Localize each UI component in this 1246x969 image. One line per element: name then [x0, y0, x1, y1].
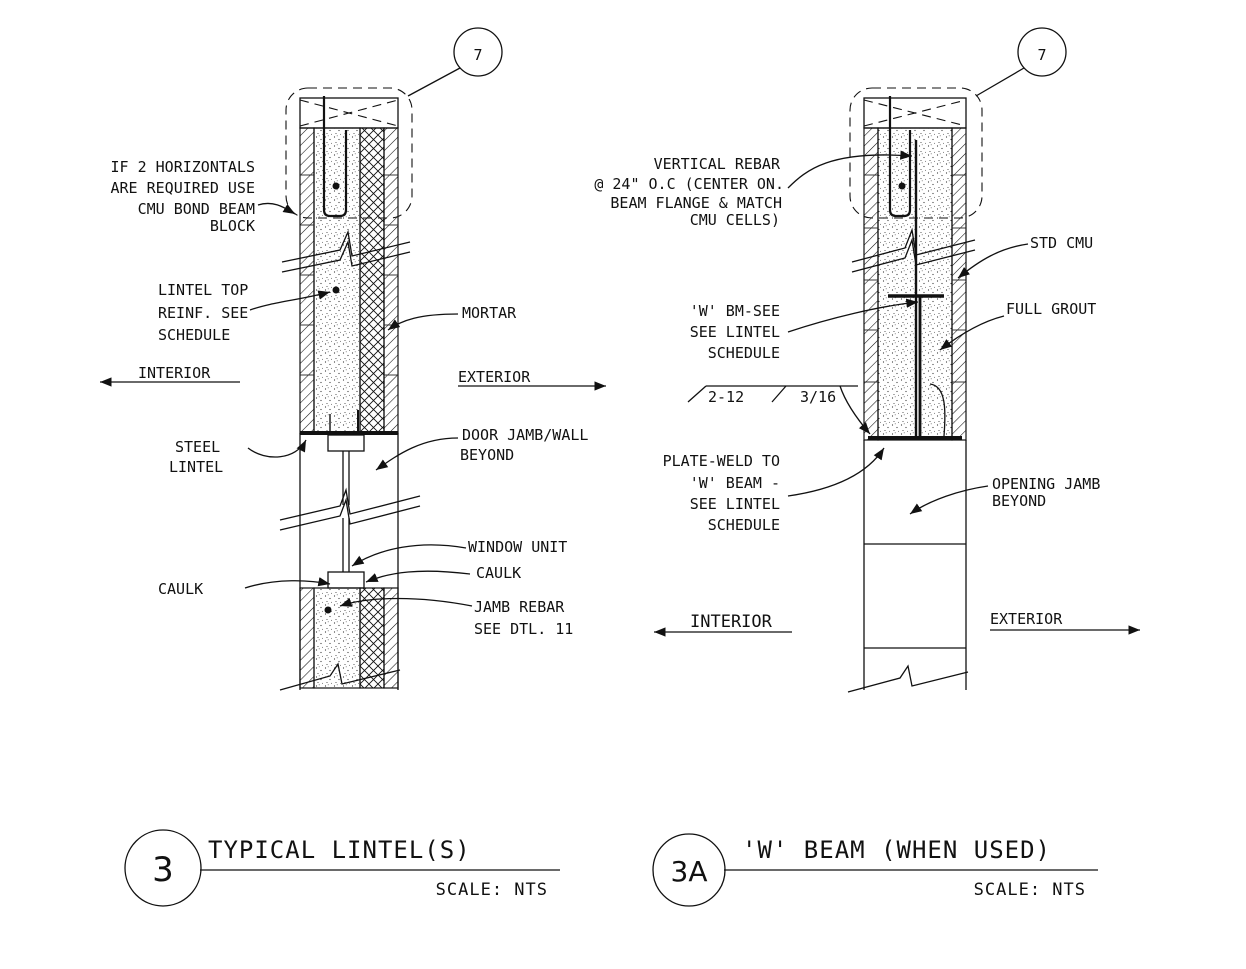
label-door-jamb-2: BEYOND — [460, 446, 514, 464]
title-block-3: 3 TYPICAL LINTEL(S) SCALE: NTS — [124, 829, 560, 907]
label-vertical-4: CMU CELLS) — [690, 211, 780, 229]
callout-number-3a: 7 — [1037, 46, 1046, 64]
detail-3a-labels: VERTICAL REBAR @ 24" O.C (CENTER ON. BEA… — [594, 46, 1100, 632]
title-block-3a: 3A 'W' BEAM (WHEN USED) SCALE: NTS — [652, 833, 1098, 907]
label-w-bm-1: 'W' BM-SEE — [690, 302, 780, 320]
label-w-bm-2: SEE LINTEL — [690, 323, 780, 341]
label-jamb-rebar-1: JAMB REBAR — [474, 598, 565, 616]
label-bond-beam-2: ARE REQUIRED USE — [111, 179, 256, 197]
label-lintel-top-3: SCHEDULE — [158, 326, 230, 344]
label-plate-1: PLATE-WELD TO — [663, 452, 780, 470]
detail-scale-3a: SCALE: NTS — [974, 880, 1086, 900]
detail-3-wall-section — [279, 27, 503, 691]
label-weld-right: 3/16 — [800, 388, 836, 406]
label-mortar: MORTAR — [462, 304, 517, 322]
label-plate-4: SCHEDULE — [708, 516, 780, 534]
label-bond-beam-1: IF 2 HORIZONTALS — [111, 158, 256, 176]
label-weld-left: 2-12 — [708, 388, 744, 406]
detail-number-3a: 3A — [671, 855, 708, 888]
detail-3a-leaders — [654, 150, 1140, 637]
detail-3-labels: IF 2 HORIZONTALS ARE REQUIRED USE CMU BO… — [111, 46, 589, 638]
label-full-grout: FULL GROUT — [1006, 300, 1096, 318]
detail-3-leaders — [100, 202, 606, 607]
label-w-bm-3: SCHEDULE — [708, 344, 780, 362]
label-opening-2: BEYOND — [992, 492, 1046, 510]
label-lintel-top-1: LINTEL TOP — [158, 281, 248, 299]
label-caulk-right: CAULK — [476, 564, 521, 582]
label-window-unit: WINDOW UNIT — [468, 538, 567, 556]
label-lintel-top-2: REINF. SEE — [158, 304, 248, 322]
label-interior: INTERIOR — [138, 364, 211, 382]
label-bond-beam-4: BLOCK — [210, 217, 255, 235]
label-steel-1: STEEL — [175, 438, 220, 456]
label-jamb-rebar-2: SEE DTL. 11 — [474, 620, 573, 638]
detail-title-3a: 'W' BEAM (WHEN USED) — [742, 836, 1051, 864]
label-plate-2: 'W' BEAM - — [690, 474, 780, 492]
label-door-jamb-1: DOOR JAMB/WALL — [462, 426, 588, 444]
detail-scale-3: SCALE: NTS — [436, 880, 548, 900]
label-vertical-2: @ 24" O.C (CENTER ON. — [594, 175, 784, 193]
label-std-cmu: STD CMU — [1030, 234, 1093, 252]
label-vertical-3: BEAM FLANGE & MATCH — [610, 194, 782, 212]
label-opening-1: OPENING JAMB — [992, 475, 1100, 493]
detail-number-3: 3 — [152, 850, 174, 890]
label-vertical-1: VERTICAL REBAR — [654, 155, 781, 173]
label-steel-2: LINTEL — [169, 458, 223, 476]
callout-number-3: 7 — [473, 46, 482, 64]
label-exterior-3a: EXTERIOR — [990, 610, 1063, 628]
label-caulk-left: CAULK — [158, 580, 203, 598]
label-interior-3a: INTERIOR — [690, 612, 773, 632]
label-bond-beam-3: CMU BOND BEAM — [138, 200, 255, 218]
label-exterior: EXTERIOR — [458, 368, 531, 386]
detail-3a-wall-section — [687, 27, 1067, 693]
detail-title-3: TYPICAL LINTEL(S) — [208, 836, 471, 864]
label-plate-3: SEE LINTEL — [690, 495, 780, 513]
